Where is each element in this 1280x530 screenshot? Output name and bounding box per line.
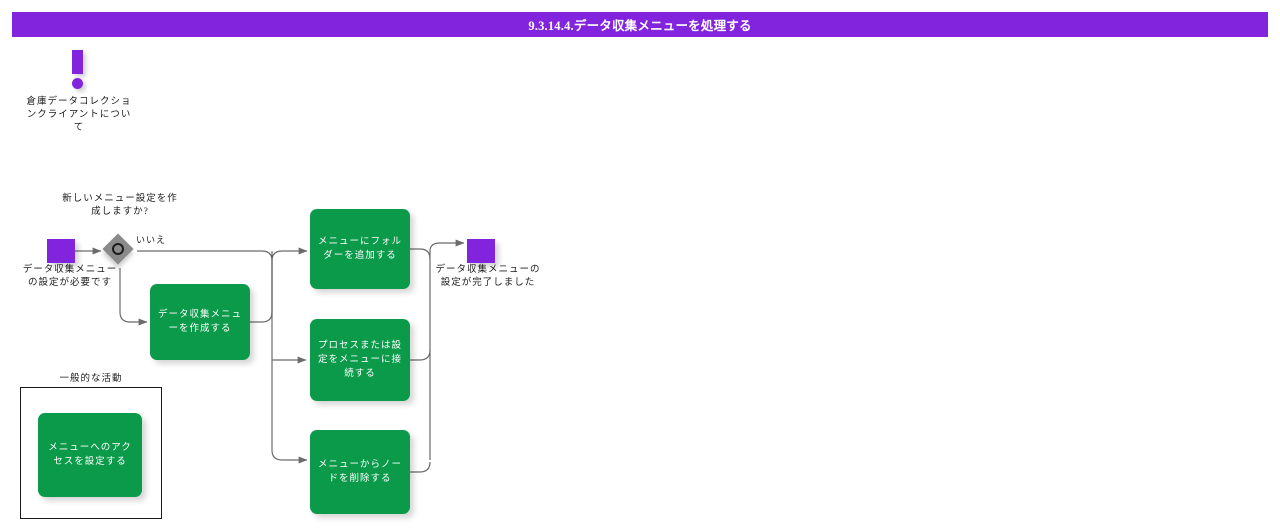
edge-bus-to-delete-node: [271, 251, 308, 464]
edge-add-folder-to-collector: [410, 248, 431, 460]
task-connect-node[interactable]: プロセスまたは設定をメニューに接続する: [310, 319, 410, 401]
page-title: 9.3.14.4.データ収集メニューを処理する: [528, 19, 752, 33]
annotation-label: 倉庫データコレクションクライアントについて: [26, 97, 132, 133]
gateway-question-label: 新しいメニュー設定を作成しますか?: [62, 194, 178, 217]
gateway-circle-icon: [112, 243, 124, 255]
exclamation-mark-icon: [72, 50, 86, 89]
task-set-access[interactable]: メニューへのアクセスを設定する: [38, 413, 142, 497]
group-title-label: 一般的な活動: [59, 374, 123, 384]
gateway-node[interactable]: [102, 233, 136, 267]
edge-delete-node-to-collector: [410, 461, 431, 473]
exclamation-dot: [72, 78, 83, 89]
end-event-label: データ収集メニューの設定が完了しました: [435, 265, 541, 288]
exclamation-bar: [72, 50, 83, 74]
edge-create-menu-to-add-folder: [250, 247, 308, 323]
page-header-bar: 9.3.14.4.データ収集メニューを処理する: [12, 12, 1268, 37]
task-label: データ収集メニューを作成する: [158, 310, 243, 334]
task-label: プロセスまたは設定をメニューに接続する: [318, 341, 403, 379]
task-add-folder[interactable]: メニューにフォルダーを追加する: [310, 209, 410, 289]
task-label: メニューへのアクセスを設定する: [48, 443, 132, 467]
edge-gateway-yes-to-create-menu: [119, 268, 148, 326]
group-container: [20, 387, 162, 519]
task-create-menu[interactable]: データ収集メニューを作成する: [150, 284, 250, 360]
start-event-label: データ収集メニューの設定が必要です: [22, 265, 118, 288]
edge-collector-to-end-event: [429, 239, 465, 259]
task-delete-node[interactable]: メニューからノードを削除する: [310, 430, 410, 514]
start-event-node[interactable]: [47, 239, 75, 263]
task-label: メニューにフォルダーを追加する: [318, 237, 403, 261]
end-event-node[interactable]: [467, 239, 495, 263]
task-label: メニューからノードを削除する: [318, 460, 403, 484]
gateway-branch-label-no: いいえ: [136, 235, 167, 245]
edge-connect-node-to-collector: [410, 349, 431, 361]
